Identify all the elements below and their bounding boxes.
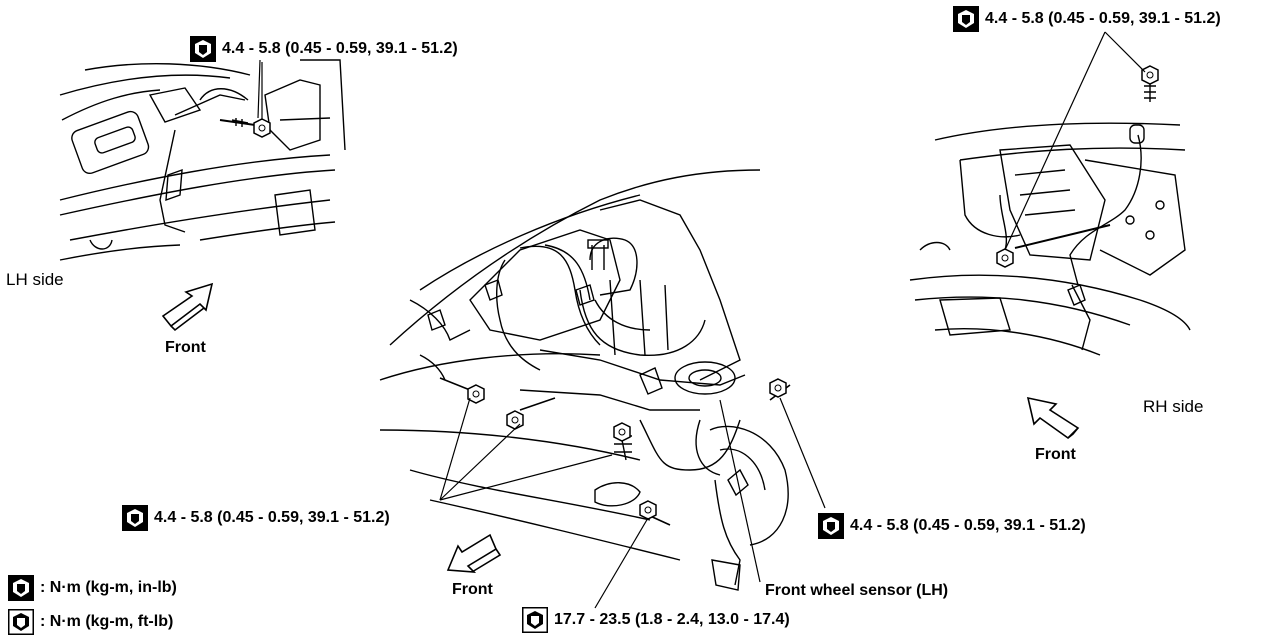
torque-nm-kgm-ftlb-icon [8, 609, 34, 635]
front-arrow-center [446, 533, 502, 573]
torque-nm-kgm-inlb-icon [818, 513, 844, 539]
torque-value: 4.4 - 5.8 (0.45 - 0.59, 39.1 - 51.2) [985, 10, 1221, 27]
torque-callout-bottom: 17.7 - 23.5 (1.8 - 2.4, 13.0 - 17.4) [522, 607, 790, 633]
torque-value: 4.4 - 5.8 (0.45 - 0.59, 39.1 - 51.2) [222, 40, 458, 57]
torque-nm-kgm-inlb-icon [8, 575, 34, 601]
torque-nm-kgm-inlb-icon [122, 505, 148, 531]
torque-callout-lh-top: 4.4 - 5.8 (0.45 - 0.59, 39.1 - 51.2) [190, 36, 458, 62]
legend-text: : N·m (kg-m, in-lb) [40, 579, 177, 596]
front-arrow-rh [1026, 396, 1080, 440]
torque-value: 4.4 - 5.8 (0.45 - 0.59, 39.1 - 51.2) [154, 509, 390, 526]
torque-value: 17.7 - 23.5 (1.8 - 2.4, 13.0 - 17.4) [554, 611, 790, 628]
front-label-rh: Front [1035, 446, 1076, 463]
torque-callout-center-left: 4.4 - 5.8 (0.45 - 0.59, 39.1 - 51.2) [122, 505, 390, 531]
legend-item-inlb: : N·m (kg-m, in-lb) [8, 575, 177, 601]
torque-callout-rh-top: 4.4 - 5.8 (0.45 - 0.59, 39.1 - 51.2) [953, 6, 1221, 32]
rh-side-label: RH side [1143, 397, 1204, 416]
torque-nm-kgm-inlb-icon [190, 36, 216, 62]
legend-item-ftlb: : N·m (kg-m, ft-lb) [8, 609, 173, 635]
torque-nm-kgm-ftlb-icon [522, 607, 548, 633]
torque-callout-center-right: 4.4 - 5.8 (0.45 - 0.59, 39.1 - 51.2) [818, 513, 1086, 539]
torque-nm-kgm-inlb-icon [953, 6, 979, 32]
torque-value: 4.4 - 5.8 (0.45 - 0.59, 39.1 - 51.2) [850, 517, 1086, 534]
front-wheel-sensor-label: Front wheel sensor (LH) [765, 582, 949, 599]
legend-text: : N·m (kg-m, ft-lb) [40, 613, 174, 630]
front-label-lh: Front [165, 339, 206, 356]
lh-side-illustration [59, 59, 346, 261]
center-illustration [379, 169, 791, 591]
lh-side-label: LH side [6, 270, 64, 289]
rh-side-illustration [909, 65, 1191, 356]
front-arrow-lh [161, 282, 214, 332]
front-label-center: Front [452, 581, 493, 598]
leader-lines [261, 31, 1146, 609]
